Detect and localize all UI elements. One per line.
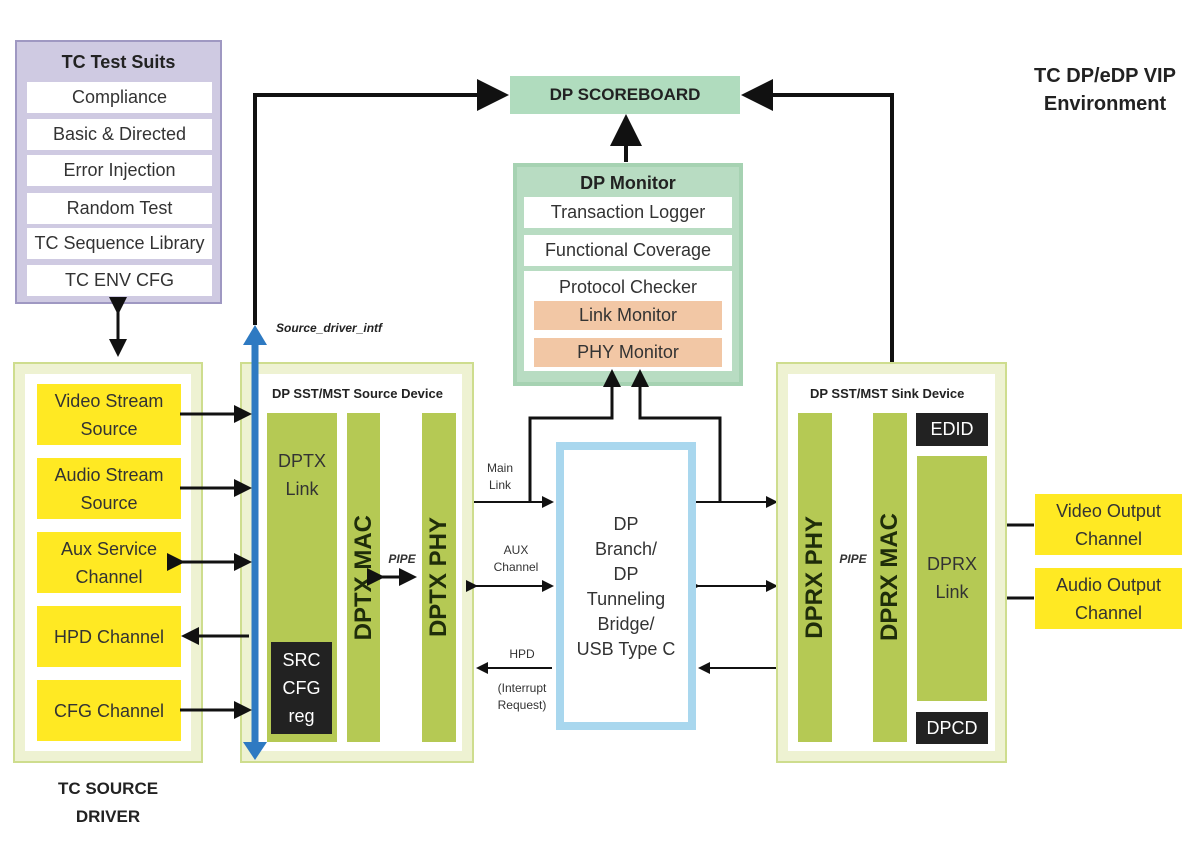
test-suit-random-test[interactable]: Random Test [27,193,212,224]
test-suit-compliance[interactable]: Compliance [27,82,212,113]
source-driver-label-line-2: DRIVER [75,807,141,826]
dpcd[interactable]: DPCD [916,712,988,744]
dp-bridge-label: DP Branch/ DP Tunneling Bridge/ USB Type… [564,512,688,662]
protocol-checker-box[interactable]: Protocol Checker Link Monitor PHY Monito… [524,271,732,371]
dprx-phy-label: DPRX PHY [801,516,828,639]
dptx-link-line-1: DPTX [277,451,326,471]
dptx-mac[interactable]: DPTX MAC [347,413,380,742]
dptx-phy[interactable]: DPTX PHY [422,413,456,742]
source-pipe-label: PIPE [388,552,416,566]
dprx-link[interactable]: DPRX Link [917,456,987,701]
edid[interactable]: EDID [916,413,988,446]
dp-scoreboard[interactable]: DP SCOREBOARD [510,76,740,114]
source-device-panel: DP SST/MST Source Device DPTX Link SRC C… [240,362,474,763]
sink-to-scoreboard-line [741,79,894,362]
src-cfg-line-3: reg [288,706,315,726]
dp-bridge[interactable]: DP Branch/ DP Tunneling Bridge/ USB Type… [556,442,696,730]
cfg-channel[interactable]: CFG Channel [37,680,181,741]
dp-monitor-panel: DP Monitor Transaction Logger Functional… [513,163,743,386]
dptx-link-label: DPTX Link [267,447,337,503]
main-link-label-line-2: Link [488,478,511,492]
interrupt-request-label: (Interrupt Request) [482,680,562,714]
test-suits-header: TC Test Suits [61,51,176,72]
interrupt-label-line-1: (Interrupt [497,681,547,695]
transaction-logger[interactable]: Transaction Logger [524,197,732,228]
bridge-line-4: Tunneling [586,589,666,609]
source-driver-label: TC SOURCE DRIVER [15,775,201,831]
audio-output-channel[interactable]: Audio Output Channel [1035,568,1182,629]
bridge-line-2: Branch/ [594,539,658,559]
dptx-link-line-2: Link [285,479,319,499]
test-suits-panel: TC Test Suits Compliance Basic & Directe… [15,40,222,304]
hpd-label: HPD [509,647,535,661]
aux-label-line-2: Channel [493,560,539,574]
protocol-checker-label: Protocol Checker [558,276,698,297]
test-suit-basic-directed[interactable]: Basic & Directed [27,119,212,150]
dprx-link-line-2: Link [935,582,969,602]
aux-channel-label: AUX Channel [490,542,542,576]
sink-device-title: DP SST/MST Sink Device [810,386,965,401]
source-device-title: DP SST/MST Source Device [272,386,443,401]
functional-coverage[interactable]: Functional Coverage [524,235,732,266]
source-driver-label-line-1: TC SOURCE [57,779,159,798]
phy-monitor[interactable]: PHY Monitor [534,338,722,367]
bridge-line-1: DP [613,514,639,534]
sink-pipe-label: PIPE [839,552,867,566]
video-stream-source[interactable]: Video Stream Source [37,384,181,445]
main-link-label-line-1: Main [486,461,513,475]
test-suit-sequence-library[interactable]: TC Sequence Library [27,228,212,259]
src-cfg-line-1: SRC [282,650,321,670]
dptx-mac-label: DPTX MAC [349,514,377,641]
link-monitor[interactable]: Link Monitor [534,301,722,330]
hpd-channel[interactable]: HPD Channel [37,606,181,667]
video-output-channel[interactable]: Video Output Channel [1035,494,1182,555]
interrupt-label-line-2: Request) [497,698,547,712]
title-line-2: Environment [1043,93,1167,115]
dprx-phy[interactable]: DPRX PHY [798,413,832,742]
bus-to-scoreboard-line [253,79,509,325]
src-cfg-reg[interactable]: SRC CFG reg [271,642,332,734]
audio-stream-source[interactable]: Audio Stream Source [37,458,181,519]
test-suit-env-cfg[interactable]: TC ENV CFG [27,265,212,296]
dp-monitor-header: DP Monitor [580,172,676,193]
dprx-link-line-1: DPRX [926,554,977,574]
src-cfg-line-2: CFG [282,678,321,698]
test-suit-error-injection[interactable]: Error Injection [27,155,212,186]
dprx-mac[interactable]: DPRX MAC [873,413,907,742]
aux-service-channel[interactable]: Aux Service Channel [37,532,181,593]
source-driver-panel: Video Stream Source Audio Stream Source … [13,362,203,763]
title-line-1: TC DP/eDP VIP [1034,65,1176,87]
dptx-phy-label: DPTX PHY [425,517,452,638]
main-link-label: Main Link [476,460,524,494]
source-driver-intf-label: Source_driver_intf [276,321,383,335]
bridge-line-6: USB Type C [576,639,676,659]
aux-label-line-1: AUX [503,543,529,557]
dprx-link-label: DPRX Link [917,550,987,606]
dprx-mac-label: DPRX MAC [876,513,903,642]
sink-device-panel: DP SST/MST Sink Device DPRX PHY DPRX MAC… [776,362,1007,763]
page-title: TC DP/eDP VIP Environment [1010,62,1200,118]
bridge-line-3: DP [613,564,639,584]
bridge-line-5: Bridge/ [597,614,655,634]
